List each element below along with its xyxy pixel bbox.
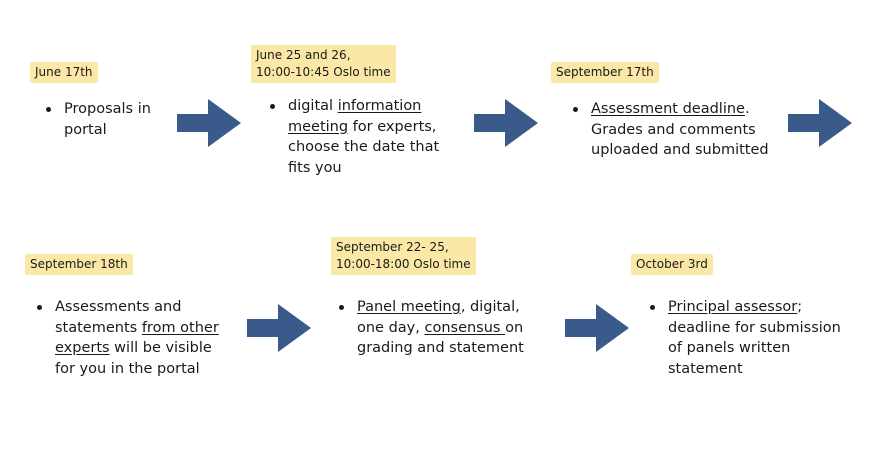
arrow-right-icon (177, 99, 241, 147)
step-3-seg-1: Assessment deadline (591, 101, 745, 117)
step-4-seg-1: Assessments and statements (55, 299, 182, 336)
date-label-1: June 17th (30, 62, 98, 83)
arrow-right-icon (474, 99, 538, 147)
step-5-item: Panel meeting, digital, one day, consens… (335, 297, 535, 359)
step-1-text: Proposals in portal (42, 99, 192, 140)
arrow-right-icon (788, 99, 852, 147)
step-6-seg-1: Principal assessor (668, 299, 798, 315)
arrow-right-icon (565, 304, 629, 352)
step-5-seg-1: Panel meeting (357, 299, 461, 315)
step-5-text: Panel meeting, digital, one day, consens… (335, 297, 535, 359)
date-label-6: October 3rd (631, 254, 713, 275)
step-6-item: Principal assessor; deadline for submiss… (646, 297, 846, 379)
step-4-seg-2: from other experts (55, 319, 219, 357)
step-2-seg-1: digital (288, 98, 338, 114)
step-2-item: digital information meeting for experts,… (266, 96, 466, 178)
step-3-seg-2: . Grades and comments uploaded and submi… (591, 101, 769, 158)
step-6-seg-2: ; deadline for submission of panels writ… (668, 299, 841, 377)
date-label-2: June 25 and 26,10:00-10:45 Oslo time (251, 45, 396, 83)
step-4-text: Assessments and statements from other ex… (33, 297, 233, 379)
arrow-right-icon (247, 304, 311, 352)
step-2-seg-2: information meeting (288, 98, 422, 135)
step-3-item: Assessment deadline. Grades and comments… (569, 99, 774, 161)
step-1-item: Proposals in portal (42, 99, 192, 140)
date-label-5: September 22- 25,10:00-18:00 Oslo time (331, 237, 476, 275)
step-5-seg-4: on grading and statement (357, 319, 524, 357)
step-2-seg-3: for experts, choose the date that fits y… (288, 118, 440, 176)
step-5-seg-2: , digital, one day, (357, 299, 520, 336)
step-5-seg-3: consensus (424, 319, 506, 336)
date-label-3: September 17th (551, 62, 659, 83)
date-label-4: September 18th (25, 254, 133, 275)
step-6-text: Principal assessor; deadline for submiss… (646, 297, 846, 379)
step-2-text: digital information meeting for experts,… (266, 96, 466, 178)
step-4-item: Assessments and statements from other ex… (33, 297, 233, 379)
step-4-seg-3: will be visible for you in the portal (55, 340, 212, 377)
step-3-text: Assessment deadline. Grades and comments… (569, 99, 774, 161)
step-1-seg-1: Proposals in portal (64, 101, 151, 138)
